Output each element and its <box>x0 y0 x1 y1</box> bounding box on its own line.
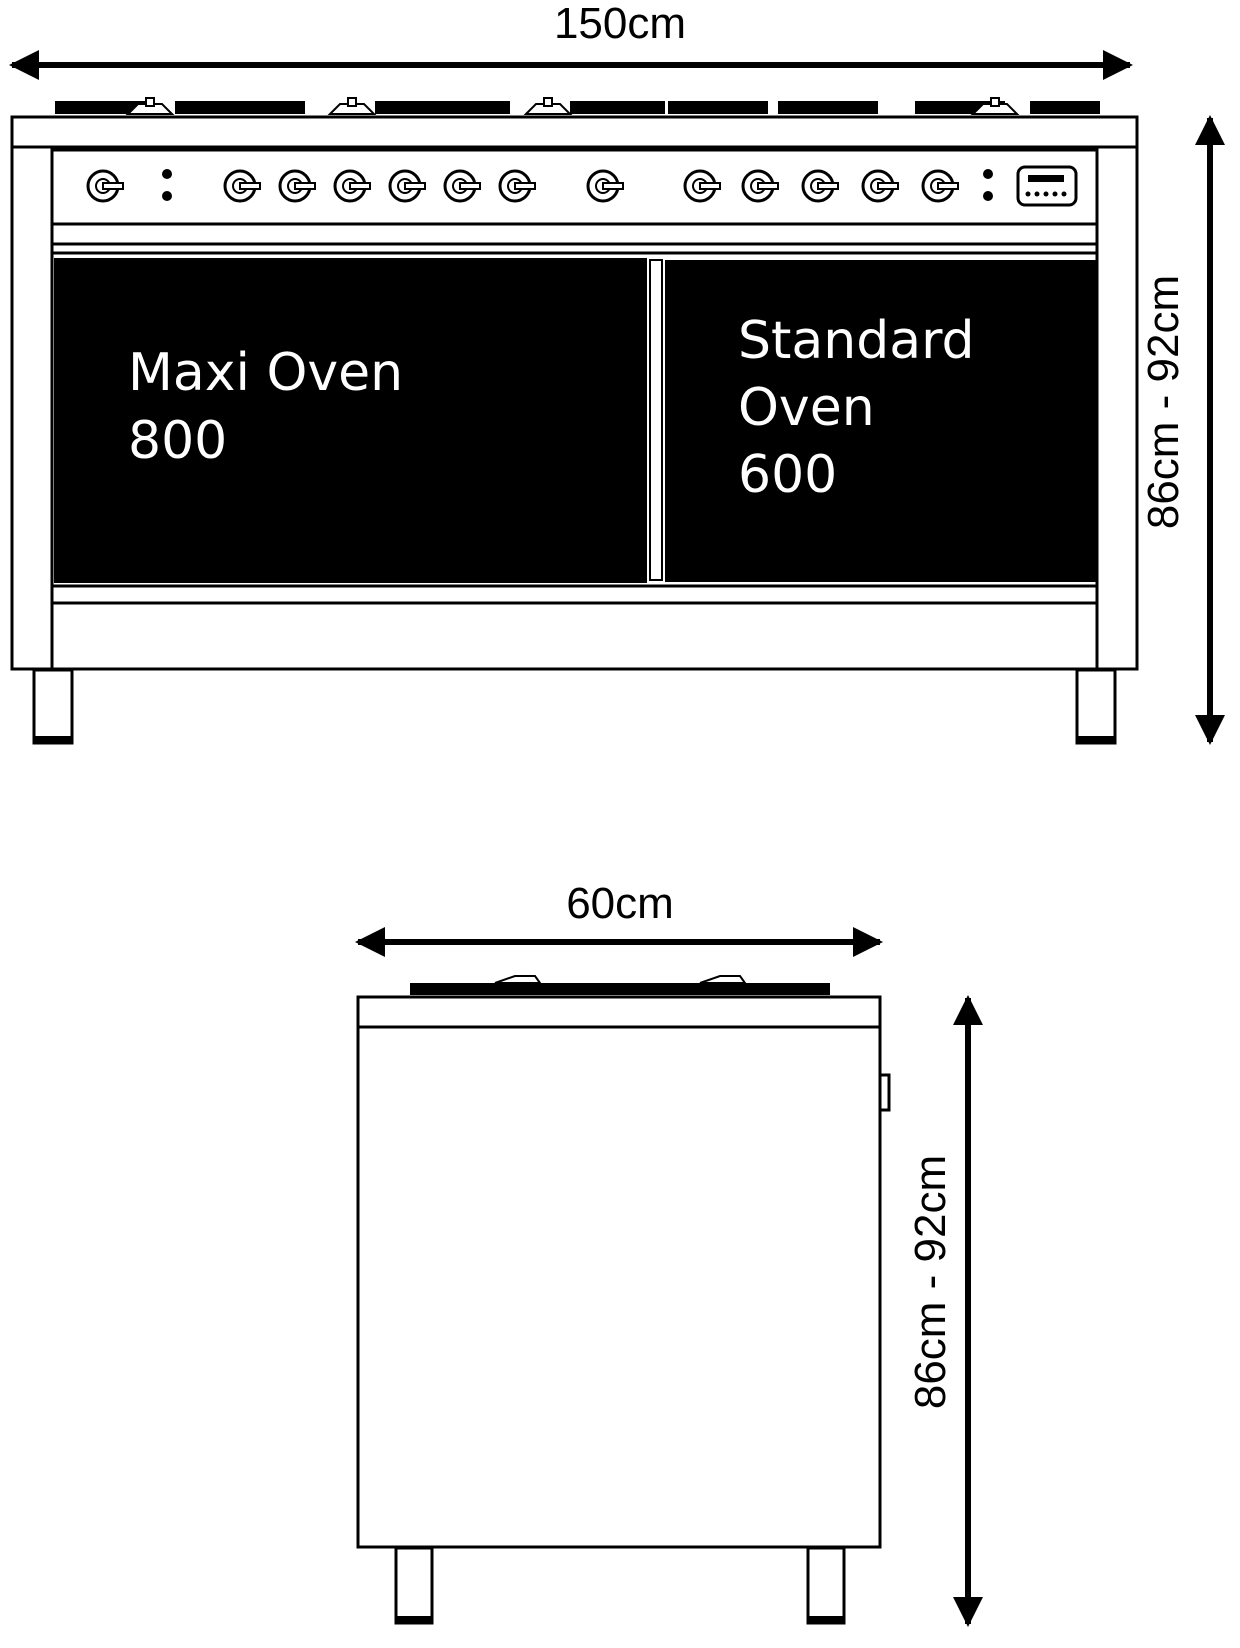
hob-top <box>10 115 1139 149</box>
maxi-oven-door <box>54 258 647 583</box>
side-width-label: 60cm <box>566 879 674 928</box>
side-body <box>356 1025 882 1549</box>
control-knob <box>861 169 899 203</box>
side-height-label: 86cm - 92cm <box>906 1155 955 1409</box>
maxi-oven-size: 800 <box>128 411 227 471</box>
control-knob <box>278 169 316 203</box>
control-knob <box>683 169 721 203</box>
control-knobs <box>86 169 959 203</box>
indicator-light <box>162 191 172 201</box>
control-knob <box>801 169 839 203</box>
control-knob <box>741 169 779 203</box>
burner-cap <box>125 103 175 115</box>
side-view: 60cm 86cm - 92cm <box>355 879 983 1627</box>
front-right-foot <box>1075 668 1117 745</box>
standard-oven-label: Standard <box>738 311 975 371</box>
control-knob <box>223 169 261 203</box>
side-front-foot <box>806 1546 846 1625</box>
control-knob <box>586 169 624 203</box>
burner-cap <box>327 103 377 115</box>
right-side-panel <box>1095 145 1139 671</box>
control-knob <box>443 169 481 203</box>
standard-oven-door <box>665 260 1097 582</box>
front-left-foot <box>32 668 74 745</box>
side-rear-foot <box>394 1546 434 1625</box>
timer-display <box>1016 165 1078 207</box>
standard-oven-size: 600 <box>738 445 837 505</box>
side-hob-top <box>356 995 882 1029</box>
burners <box>125 97 1020 115</box>
control-knob <box>333 169 371 203</box>
control-knob <box>498 169 536 203</box>
left-side-panel <box>10 145 54 671</box>
control-knob <box>921 169 959 203</box>
pan-supports <box>55 101 1100 114</box>
front-view: 150cm <box>8 0 1225 745</box>
burner-cap <box>523 103 573 115</box>
front-height-label: 86cm - 92cm <box>1139 275 1188 529</box>
indicator-light <box>983 191 993 201</box>
front-width-label: 150cm <box>554 0 686 48</box>
control-knob <box>86 169 124 203</box>
door-divider <box>649 259 663 581</box>
indicator-light <box>162 169 172 179</box>
control-knob <box>388 169 426 203</box>
standard-oven-label-2: Oven <box>738 378 875 438</box>
side-knob-profile <box>878 1073 891 1112</box>
indicator-light <box>983 169 993 179</box>
maxi-oven-label: Maxi Oven <box>128 343 403 403</box>
burner-cap <box>970 103 1020 115</box>
